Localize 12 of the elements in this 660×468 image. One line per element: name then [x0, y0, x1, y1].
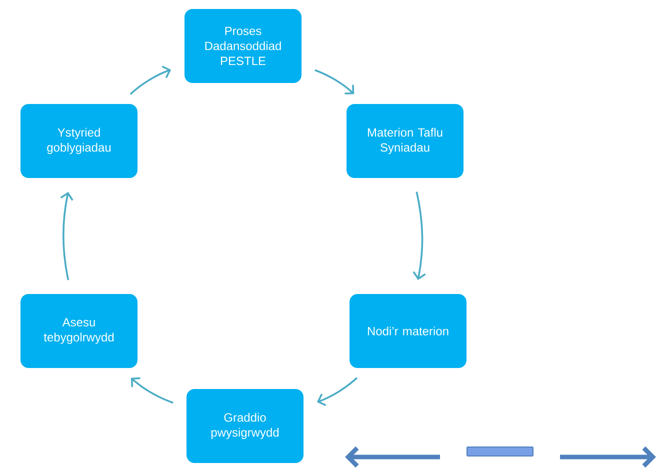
process-box: Nodi’r materion [350, 294, 466, 368]
process-box: Materion Taflu Syniadau [346, 104, 464, 178]
process-box: Asesu tebygolrwydd [20, 294, 138, 368]
arrow [60, 192, 74, 280]
arrow [130, 377, 174, 404]
arrow [130, 66, 172, 95]
process-box: Proses Dadansoddiad PESTLE [184, 9, 302, 83]
process-box: Ystyried goblygiadau [20, 104, 138, 178]
arrow [412, 192, 426, 280]
arrow [316, 377, 358, 406]
arrow [314, 69, 354, 94]
process-box: Graddio pwysigrwydd [186, 389, 304, 463]
